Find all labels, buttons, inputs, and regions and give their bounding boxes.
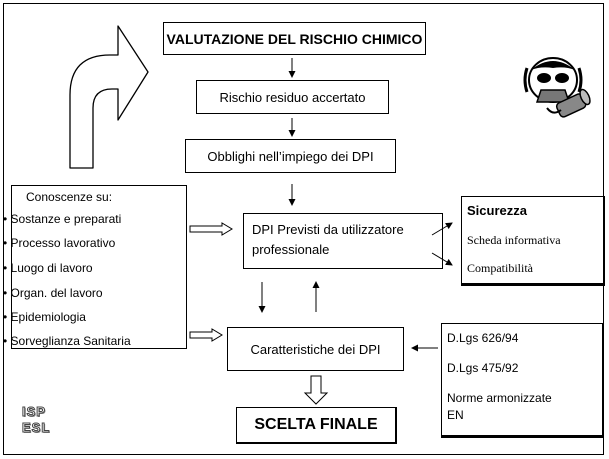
knowledge-item: • Luogo di lavoro [3, 261, 93, 275]
safety-item: Scheda informativa [467, 233, 561, 247]
law-item: D.Lgs 475/92 [447, 361, 519, 375]
dpi-planned-line-1: DPI Previsti da utilizzatore [252, 222, 404, 237]
dpi-features-box: Caratteristiche dei DPI [227, 327, 404, 371]
safety-heading: Sicurezza [467, 203, 527, 218]
law-item: Norme armonizzate [447, 391, 552, 405]
dpi-features-label: Caratteristiche dei DPI [250, 341, 381, 357]
dpi-planned-box: DPI Previsti da utilizzatore professiona… [243, 213, 443, 269]
ispesl-logo: ISP ESL [22, 404, 64, 442]
gas-mask-icon [523, 57, 591, 118]
knowledge-item: • Epidemiologia [3, 310, 86, 324]
knowledge-item: • Sostanze e preparati [3, 212, 122, 226]
knowledge-item: • Sorveglianza Sanitaria [3, 334, 131, 348]
obligations-box: Obblighi nell’impiego dei DPI [185, 139, 396, 173]
obligations-label: Obblighi nell’impiego dei DPI [207, 148, 374, 164]
title-box: VALUTAZIONE DEL RISCHIO CHIMICO [163, 22, 426, 55]
logo-line-2: ESL [22, 420, 51, 436]
law-item: EN [447, 408, 464, 422]
knowledge-heading: Conoscenze su: [26, 190, 113, 204]
knowledge-item: • Processo lavorativo [3, 236, 116, 250]
dpi-planned-line-2: professionale [252, 242, 330, 257]
residual-risk-box: Rischio residuo accertato [196, 80, 389, 114]
final-choice-label: SCELTA FINALE [254, 416, 378, 433]
knowledge-box: Conoscenze su: • Sostanze e preparati • … [3, 185, 187, 349]
laws-box: D.Lgs 626/94 D.Lgs 475/92 Norme armonizz… [441, 323, 604, 438]
residual-risk-label: Rischio residuo accertato [219, 89, 366, 105]
knowledge-item: • Organ. del lavoro [3, 286, 103, 300]
law-item: D.Lgs 626/94 [447, 331, 519, 345]
final-choice-box: SCELTA FINALE [236, 407, 397, 444]
safety-item: Compatibilità [467, 261, 533, 275]
safety-box: Sicurezza Scheda informativa Compatibili… [461, 196, 605, 286]
logo-line-1: ISP [22, 404, 46, 420]
page-title: VALUTAZIONE DEL RISCHIO CHIMICO [166, 30, 423, 47]
